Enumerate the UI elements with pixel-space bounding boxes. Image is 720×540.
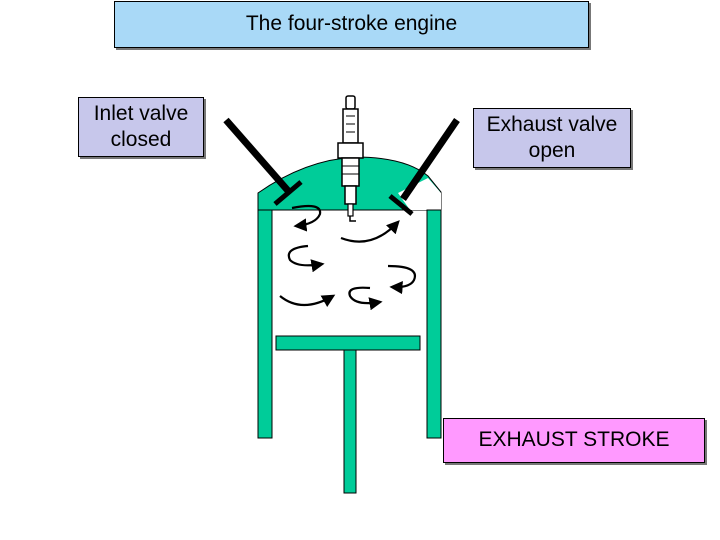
cylinder-wall-right [426, 209, 442, 439]
swirl-arrow [348, 286, 383, 311]
swirl-arrow [340, 220, 400, 243]
piston [275, 335, 421, 351]
gas-flow-arrows [279, 204, 417, 311]
swirl-arrow [287, 244, 325, 273]
connecting-rod [343, 349, 357, 494]
page-title: The four-stroke engine [114, 1, 589, 48]
swirl-arrow [291, 204, 322, 232]
inlet-valve-label: Inlet valve closed [78, 97, 204, 157]
exhaust-port-gap [398, 178, 441, 210]
swirl-arrow [279, 294, 336, 308]
stroke-label: EXHAUST STROKE [443, 418, 705, 463]
exhaust-valve-label: Exhaust valve open [473, 108, 631, 168]
swirl-arrow [387, 264, 417, 295]
exhaust-valve [388, 118, 460, 216]
inlet-valve [223, 117, 303, 206]
cylinder-wall-left [257, 209, 273, 439]
spark-plug-icon [337, 95, 364, 222]
